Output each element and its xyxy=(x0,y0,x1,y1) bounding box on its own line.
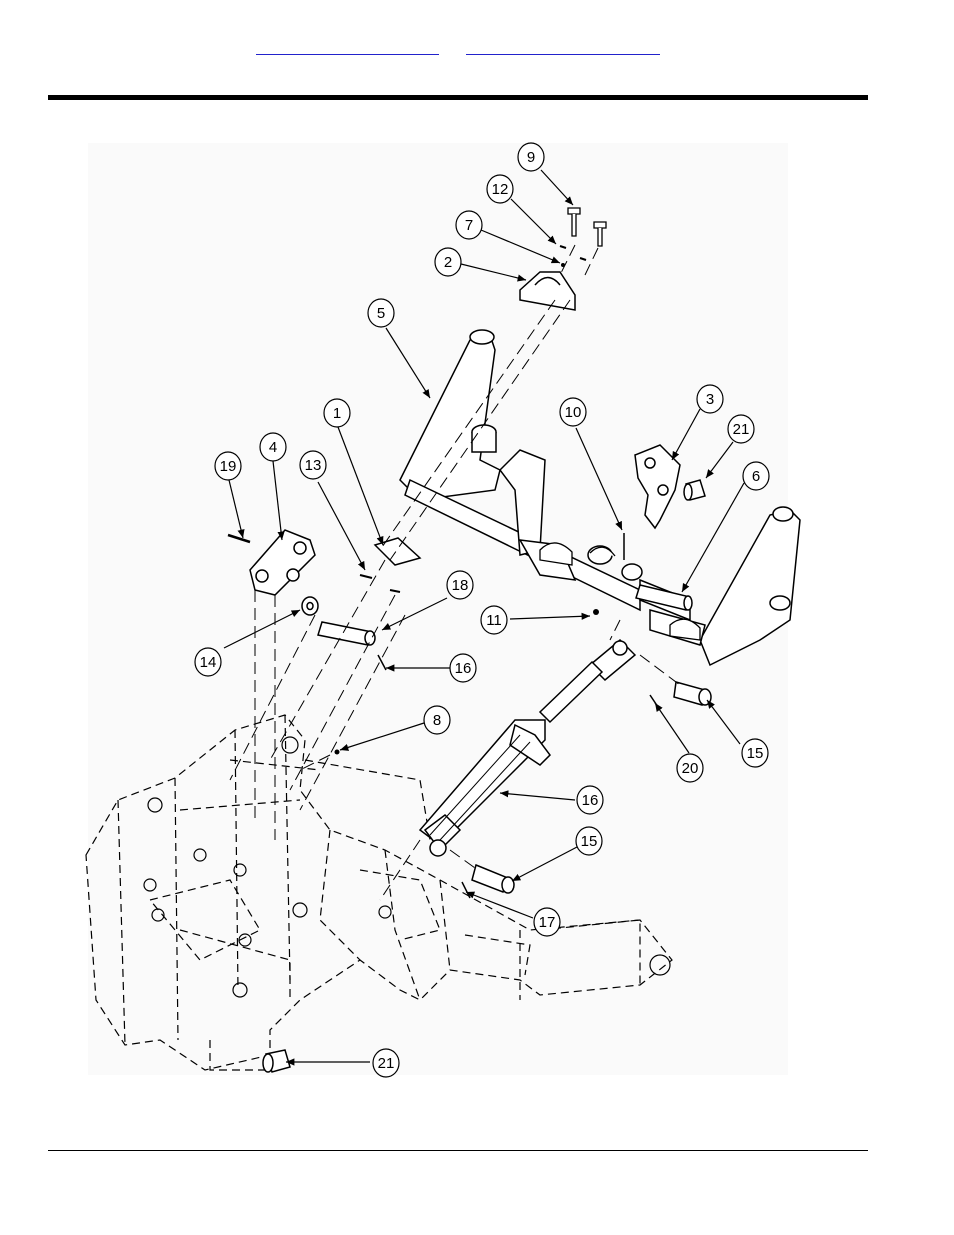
callout-19: 19 xyxy=(215,452,241,480)
callout-10: 10 xyxy=(560,398,586,426)
callout-12: 12 xyxy=(487,175,513,203)
callout-label: 10 xyxy=(565,404,582,421)
callout-8: 8 xyxy=(424,706,450,734)
callout-11: 11 xyxy=(481,606,507,634)
callout-label: 9 xyxy=(527,149,535,166)
callout-16: 16 xyxy=(577,786,603,814)
callout-label: 21 xyxy=(733,421,750,438)
callout-label: 17 xyxy=(539,914,556,931)
callout-label: 14 xyxy=(200,654,217,671)
callout-label: 19 xyxy=(220,458,237,475)
callout-9: 9 xyxy=(518,143,544,171)
callout-label: 7 xyxy=(465,217,473,234)
callout-label: 6 xyxy=(752,468,760,485)
callout-18: 18 xyxy=(447,571,473,599)
callout-label: 1 xyxy=(333,405,341,422)
callout-20: 20 xyxy=(677,754,703,782)
callout-2: 2 xyxy=(435,248,461,276)
part-14-washer xyxy=(302,597,318,615)
callout-6: 6 xyxy=(743,462,769,490)
callout-1: 1 xyxy=(324,399,350,427)
callout-label: 12 xyxy=(492,181,509,198)
callout-label: 4 xyxy=(269,439,277,456)
callout-14: 14 xyxy=(195,648,221,676)
callout-label: 16 xyxy=(582,792,599,809)
callout-21: 21 xyxy=(373,1049,399,1077)
part-21-bushing-bottom xyxy=(263,1050,290,1072)
footer-rule xyxy=(48,1150,868,1151)
callout-21: 21 xyxy=(728,415,754,443)
callout-17: 17 xyxy=(534,908,560,936)
callout-3: 3 xyxy=(697,385,723,413)
callout-label: 16 xyxy=(455,660,472,677)
callout-7: 7 xyxy=(456,211,482,239)
part-11-nut xyxy=(593,609,599,615)
callout-label: 20 xyxy=(682,760,699,777)
callout-label: 18 xyxy=(452,577,469,594)
callout-label: 8 xyxy=(433,712,441,729)
callout-5: 5 xyxy=(368,299,394,327)
part-8-fitting xyxy=(335,750,340,755)
callout-15: 15 xyxy=(576,827,602,855)
callout-label: 15 xyxy=(747,745,764,762)
callout-13: 13 xyxy=(300,451,326,479)
callout-label: 21 xyxy=(378,1055,395,1072)
callout-label: 3 xyxy=(706,391,714,408)
callout-16: 16 xyxy=(450,654,476,682)
callout-label: 5 xyxy=(377,305,385,322)
callout-4: 4 xyxy=(260,433,286,461)
callout-label: 13 xyxy=(305,457,322,474)
callout-label: 2 xyxy=(444,254,452,271)
callout-label: 11 xyxy=(486,612,502,629)
callout-label: 15 xyxy=(581,833,598,850)
callout-15: 15 xyxy=(742,739,768,767)
